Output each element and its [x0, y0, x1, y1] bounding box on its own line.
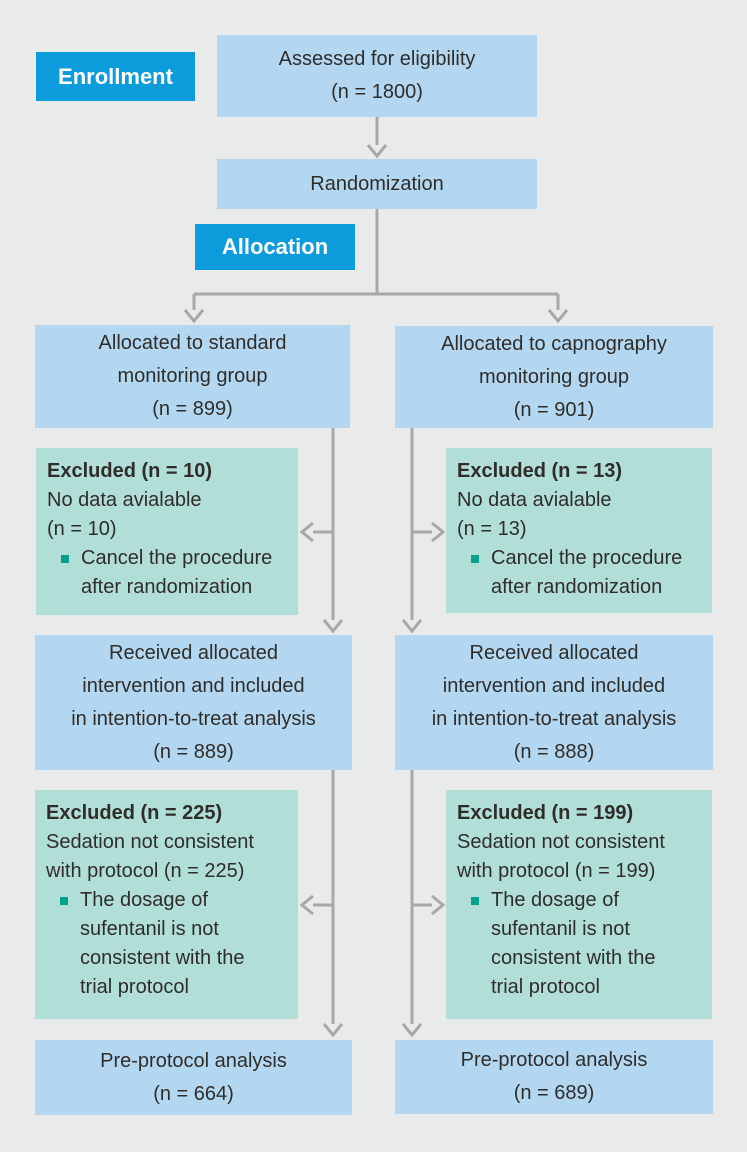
bullet-text-line: trial protocol [491, 976, 600, 998]
bullet-text-line: sufentanil is not [80, 918, 219, 940]
box-text-line: Randomization [310, 172, 444, 195]
excluded-text-line: (n = 13) [457, 518, 527, 540]
arrow-head-left-excluded-1 [299, 521, 314, 543]
box-text-line: in intention-to-treat analysis [431, 707, 677, 730]
excluded-left-1-box: Excluded (n = 10) No data avialable (n =… [36, 448, 298, 615]
excluded-title: Excluded (n = 225) [46, 802, 223, 824]
received-intervention-right-box: Received allocated intervention and incl… [395, 635, 713, 770]
arrow-head-right-allocated-to-received [401, 619, 423, 634]
excluded-bullet-item: Cancel the procedure after randomization [457, 544, 702, 602]
stage-tag-enrollment: Enrollment [36, 52, 195, 101]
bullet-text-line: The dosage of [491, 889, 619, 911]
box-text-line: monitoring group [478, 365, 630, 388]
excluded-text-line: with protocol (n = 225) [46, 860, 245, 882]
arrow-head-right-received-to-preprotocol [401, 1023, 423, 1038]
bullet-text-line: trial protocol [80, 976, 189, 998]
excluded-bullet-item: The dosage of sufentanil is not consiste… [46, 886, 288, 1002]
arrow-head-split-right [547, 309, 569, 324]
arrow-head-assessed-to-randomization [366, 144, 388, 159]
box-text-line: (n = 888) [513, 740, 595, 763]
box-text-line: intervention and included [442, 674, 666, 697]
bullet-text-line: Cancel the procedure [491, 547, 683, 569]
excluded-text-line: No data avialable [47, 489, 202, 511]
box-text-line: Pre-protocol analysis [100, 1049, 287, 1072]
arrow-head-split-left [183, 309, 205, 324]
arrow-head-left-excluded-2 [299, 894, 314, 916]
preprotocol-left-box: Pre-protocol analysis (n = 664) [35, 1040, 352, 1115]
bullet-text-line: The dosage of [80, 889, 208, 911]
box-text-line: (n = 1800) [331, 81, 423, 103]
bullet-square-icon [60, 897, 68, 905]
excluded-right-1-box: Excluded (n = 13) No data avialable (n =… [446, 448, 712, 613]
bullet-text-line: after randomization [491, 576, 663, 598]
box-text-line: (n = 889) [153, 740, 234, 763]
box-text-line: (n = 899) [152, 398, 233, 420]
box-text-line: intervention and included [82, 674, 305, 697]
allocated-capnography-box: Allocated to capnography monitoring grou… [395, 326, 713, 428]
bullet-square-icon [471, 555, 479, 563]
bullet-square-icon [471, 897, 479, 905]
excluded-bullet-item: The dosage of sufentanil is not consiste… [457, 886, 702, 1002]
excluded-title: Excluded (n = 10) [47, 460, 213, 482]
excluded-right-2-box: Excluded (n = 199) Sedation not consiste… [446, 790, 712, 1019]
excluded-left-2-box: Excluded (n = 225) Sedation not consiste… [35, 790, 298, 1019]
box-text-line: Pre-protocol analysis [460, 1049, 648, 1071]
box-text-line: Allocated to standard [98, 332, 287, 354]
bullet-text-line: consistent with the [491, 947, 656, 969]
box-text-line: (n = 689) [513, 1082, 595, 1104]
bullet-text-line: sufentanil is not [491, 918, 630, 940]
excluded-text-line: (n = 10) [47, 518, 117, 540]
excluded-bullet-item: Cancel the procedure after randomization [47, 544, 288, 602]
arrow-head-right-excluded-2 [431, 894, 446, 916]
randomization-box: Randomization [217, 159, 537, 209]
bullet-text-line: after randomization [81, 576, 253, 598]
preprotocol-right-box: Pre-protocol analysis (n = 689) [395, 1040, 713, 1114]
box-text-line: (n = 664) [153, 1082, 234, 1105]
allocated-standard-box: Allocated to standard monitoring group (… [35, 325, 350, 428]
box-text-line: Received allocated [109, 641, 278, 664]
box-text-line: in intention-to-treat analysis [71, 707, 316, 730]
received-intervention-left-box: Received allocated intervention and incl… [35, 635, 352, 770]
excluded-text-line: No data avialable [457, 489, 612, 511]
stage-tag-allocation: Allocation [195, 224, 355, 270]
arrow-head-left-received-to-preprotocol [322, 1023, 344, 1038]
excluded-title: Excluded (n = 199) [457, 802, 634, 824]
box-text-line: (n = 901) [513, 398, 595, 421]
box-text-line: Received allocated [469, 641, 639, 664]
bullet-square-icon [61, 555, 69, 563]
box-text-line: monitoring group [117, 365, 268, 387]
excluded-text-line: Sedation not consistent [457, 831, 665, 853]
box-text-line: Allocated to capnography [441, 332, 667, 355]
assessed-for-eligibility-box: Assessed for eligibility (n = 1800) [217, 35, 537, 117]
excluded-text-line: Sedation not consistent [46, 831, 254, 853]
bullet-text-line: consistent with the [80, 947, 245, 969]
excluded-text-line: with protocol (n = 199) [457, 860, 656, 882]
arrow-head-right-excluded-1 [431, 521, 446, 543]
arrow-head-left-allocated-to-received [322, 619, 344, 634]
excluded-title: Excluded (n = 13) [457, 460, 623, 482]
box-text-line: Assessed for eligibility [278, 48, 476, 70]
bullet-text-line: Cancel the procedure [81, 547, 273, 569]
